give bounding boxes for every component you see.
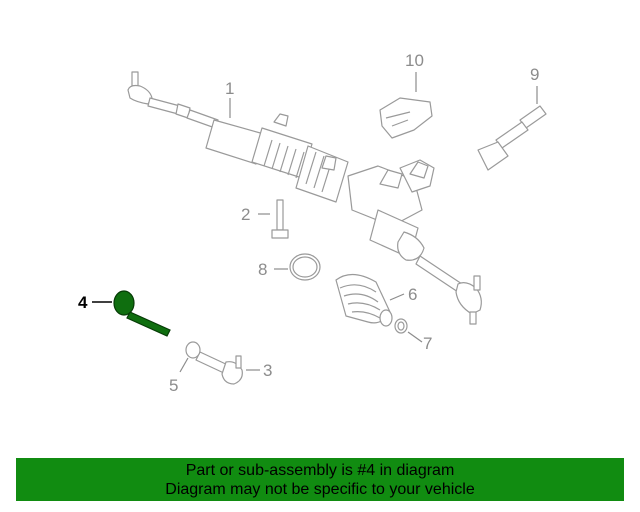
callout-8: 8	[258, 260, 267, 279]
clamp-part	[394, 318, 408, 334]
bracket-part	[379, 97, 433, 139]
parts-diagram: 1 2 3 4 5 6 7 8 9 10	[78, 51, 547, 395]
ring-part	[289, 253, 321, 281]
callout-4: 4	[78, 293, 88, 312]
callout-5: 5	[169, 376, 178, 395]
inner-tie-rod-part	[113, 290, 171, 337]
info-banner: Part or sub-assembly is #4 in diagram Di…	[16, 458, 624, 501]
steering-rack-part	[127, 71, 482, 325]
shaft-part	[477, 105, 547, 171]
boot-part	[335, 273, 393, 327]
banner-line-1: Part or sub-assembly is #4 in diagram	[185, 462, 455, 479]
banner-line-2: Diagram may not be specific to your vehi…	[165, 481, 475, 498]
bolt-part	[271, 199, 289, 239]
callout-9: 9	[530, 65, 539, 84]
tie-rod-end-part	[195, 351, 243, 385]
callout-10: 10	[405, 51, 424, 70]
nut-part	[185, 341, 201, 359]
callout-1: 1	[225, 79, 234, 98]
callout-7: 7	[423, 334, 432, 353]
callout-6: 6	[408, 285, 417, 304]
leader-lines	[92, 72, 538, 373]
callout-3: 3	[263, 361, 272, 380]
callout-2: 2	[241, 205, 250, 224]
